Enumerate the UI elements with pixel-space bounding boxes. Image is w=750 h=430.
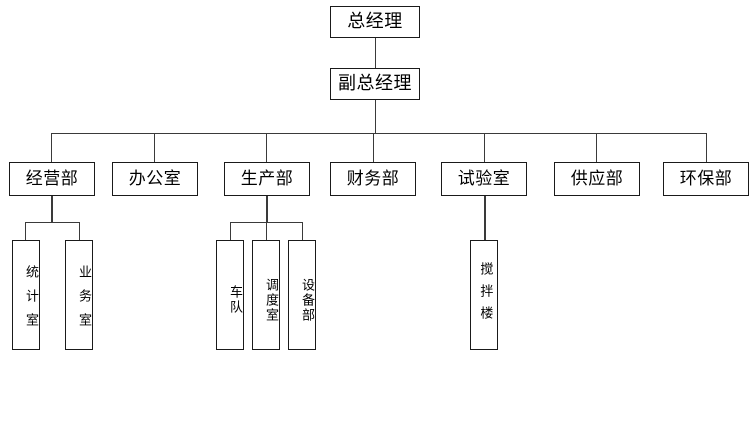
connector-bus-to-dept-2 xyxy=(154,133,155,162)
node-label: 经营部 xyxy=(25,168,79,189)
node-general-manager[interactable]: 总经理 xyxy=(330,6,420,38)
node-department-gongyingbu[interactable]: 供应部 xyxy=(554,162,640,196)
node-label: 设备部 xyxy=(299,277,314,323)
node-label: 车队 xyxy=(227,285,242,315)
node-subunit-yewushi[interactable]: 业务室 xyxy=(65,240,93,350)
node-department-shiyanshi[interactable]: 试验室 xyxy=(441,162,527,196)
node-department-huanbaobu[interactable]: 环保部 xyxy=(663,162,749,196)
node-label: 供应部 xyxy=(570,168,624,189)
node-label: 调度室 xyxy=(263,277,278,323)
connector-shengchanbu-to-diaodushi xyxy=(266,222,267,240)
connector-shiyanshi-to-jiaobanlou xyxy=(484,196,486,240)
node-subunit-diaodushi[interactable]: 调度室 xyxy=(252,240,280,350)
node-department-bangongshi[interactable]: 办公室 xyxy=(112,162,198,196)
node-label: 办公室 xyxy=(128,168,182,189)
node-label: 试验室 xyxy=(457,168,511,189)
connector-shengchanbu-to-shebeibu xyxy=(302,222,303,240)
node-subunit-shebeibu[interactable]: 设备部 xyxy=(288,240,316,350)
node-label: 环保部 xyxy=(679,168,733,189)
connector-department-bus xyxy=(51,133,706,134)
node-label: 财务部 xyxy=(346,168,400,189)
connector-bus-to-dept-7 xyxy=(706,133,707,162)
node-department-shengchanbu[interactable]: 生产部 xyxy=(224,162,310,196)
node-subunit-chedui[interactable]: 车队 xyxy=(216,240,244,350)
connector-bus-to-dept-6 xyxy=(596,133,597,162)
node-subunit-tongjishi[interactable]: 统计室 xyxy=(12,240,40,350)
connector-bus-to-dept-1 xyxy=(51,133,52,162)
connector-jingyingbu-to-tongjishi xyxy=(25,222,26,240)
node-label: 统计室 xyxy=(23,265,38,337)
node-label: 副总经理 xyxy=(338,73,412,94)
connector-jingyingbu-to-yewushi xyxy=(79,222,80,240)
node-label: 搅拌楼 xyxy=(477,262,493,328)
connector-bus-to-dept-3 xyxy=(266,133,267,162)
connector-bus-to-dept-5 xyxy=(484,133,485,162)
node-deputy-general-manager[interactable]: 副总经理 xyxy=(330,68,420,100)
node-label: 业务室 xyxy=(76,265,91,337)
node-department-jingyingbu[interactable]: 经营部 xyxy=(9,162,95,196)
connector-gm-to-deputy xyxy=(375,38,376,68)
node-department-caiwubu[interactable]: 财务部 xyxy=(330,162,416,196)
connector-deputy-to-bus xyxy=(375,100,376,133)
node-label: 总经理 xyxy=(347,11,403,32)
node-label: 生产部 xyxy=(240,168,294,189)
connector-shengchanbu-stem xyxy=(266,196,268,222)
connector-jingyingbu-stem xyxy=(51,196,53,222)
node-subunit-jiaobanlou[interactable]: 搅拌楼 xyxy=(470,240,498,350)
connector-shengchanbu-to-chedui xyxy=(230,222,231,240)
connector-bus-to-dept-4 xyxy=(373,133,374,162)
connector-jingyingbu-bus xyxy=(25,222,79,223)
